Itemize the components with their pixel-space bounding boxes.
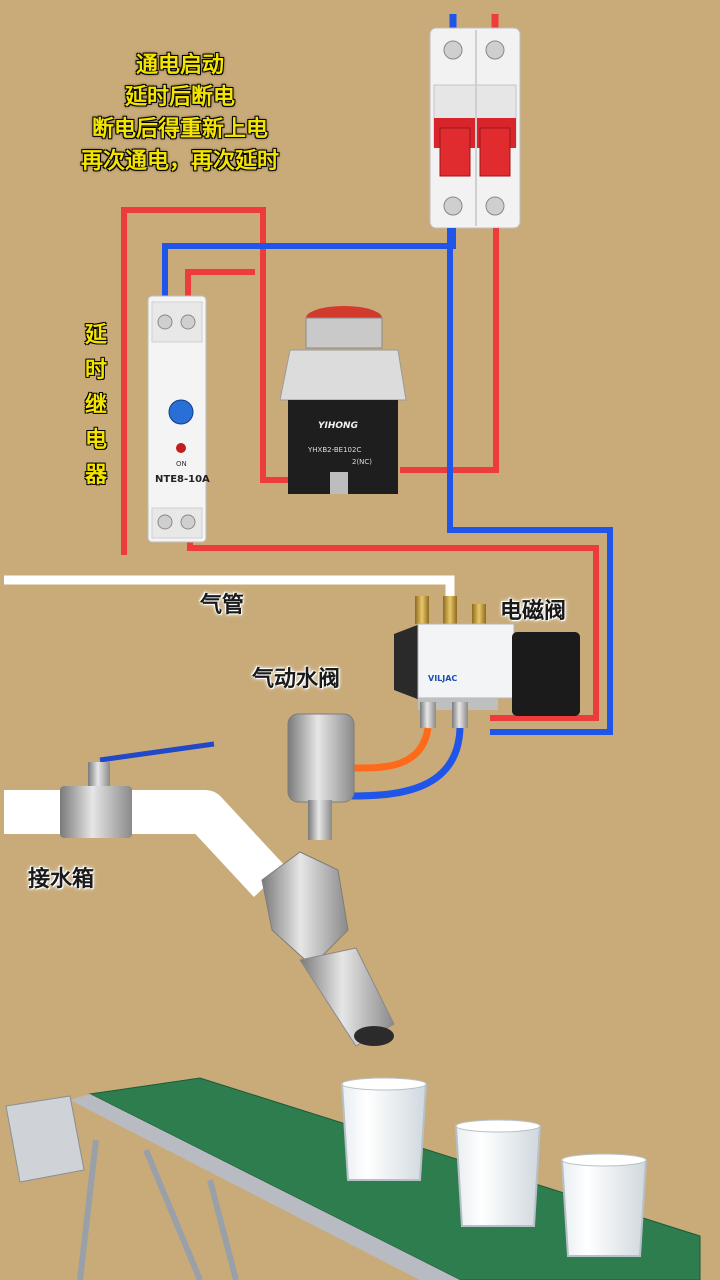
valve-brand-text: VILJAC — [428, 674, 457, 683]
pneumatic-valve — [261, 713, 395, 1047]
timer-relay-label: 延 时 继 电 器 — [82, 318, 110, 493]
air-tubes — [351, 727, 464, 800]
cup — [560, 1153, 648, 1257]
cup — [454, 1119, 542, 1227]
button-brand-text: YIHONG — [318, 421, 358, 431]
button-contact-text: 2(NC) — [352, 458, 372, 466]
relay-on-text: ON — [176, 460, 187, 468]
circuit-breaker — [429, 27, 521, 229]
water-tank-label: 接水箱 — [28, 867, 95, 892]
caption-line: 延时后断电 — [124, 85, 235, 110]
ball-valve — [60, 741, 215, 838]
label-char: 器 — [84, 463, 107, 488]
button-model-text: YHXB2-BE102C — [307, 446, 361, 454]
caption-line: 再次通电，再次延时 — [80, 149, 279, 174]
instruction-caption: 通电启动 延时后断电 断电后得重新上电 再次通电，再次延时 — [40, 50, 320, 178]
solenoid-valve-body — [394, 596, 580, 728]
pneumatic-valve-label: 气动水阀 — [252, 667, 341, 692]
caption-line: 断电后得重新上电 — [91, 117, 268, 142]
label-char: 电 — [84, 428, 107, 453]
caption-line: 通电启动 — [135, 53, 224, 78]
air-pipe-label: 气管 — [200, 593, 245, 618]
solenoid-valve-label: 电磁阀 — [500, 599, 567, 624]
label-char: 继 — [84, 393, 107, 418]
relay-model-text: NTE8-10A — [155, 474, 210, 485]
push-button — [279, 306, 407, 494]
cups — [340, 1077, 648, 1257]
timer-relay — [147, 295, 207, 543]
cup — [340, 1077, 428, 1181]
label-char: 延 — [84, 323, 107, 348]
label-char: 时 — [84, 358, 107, 383]
